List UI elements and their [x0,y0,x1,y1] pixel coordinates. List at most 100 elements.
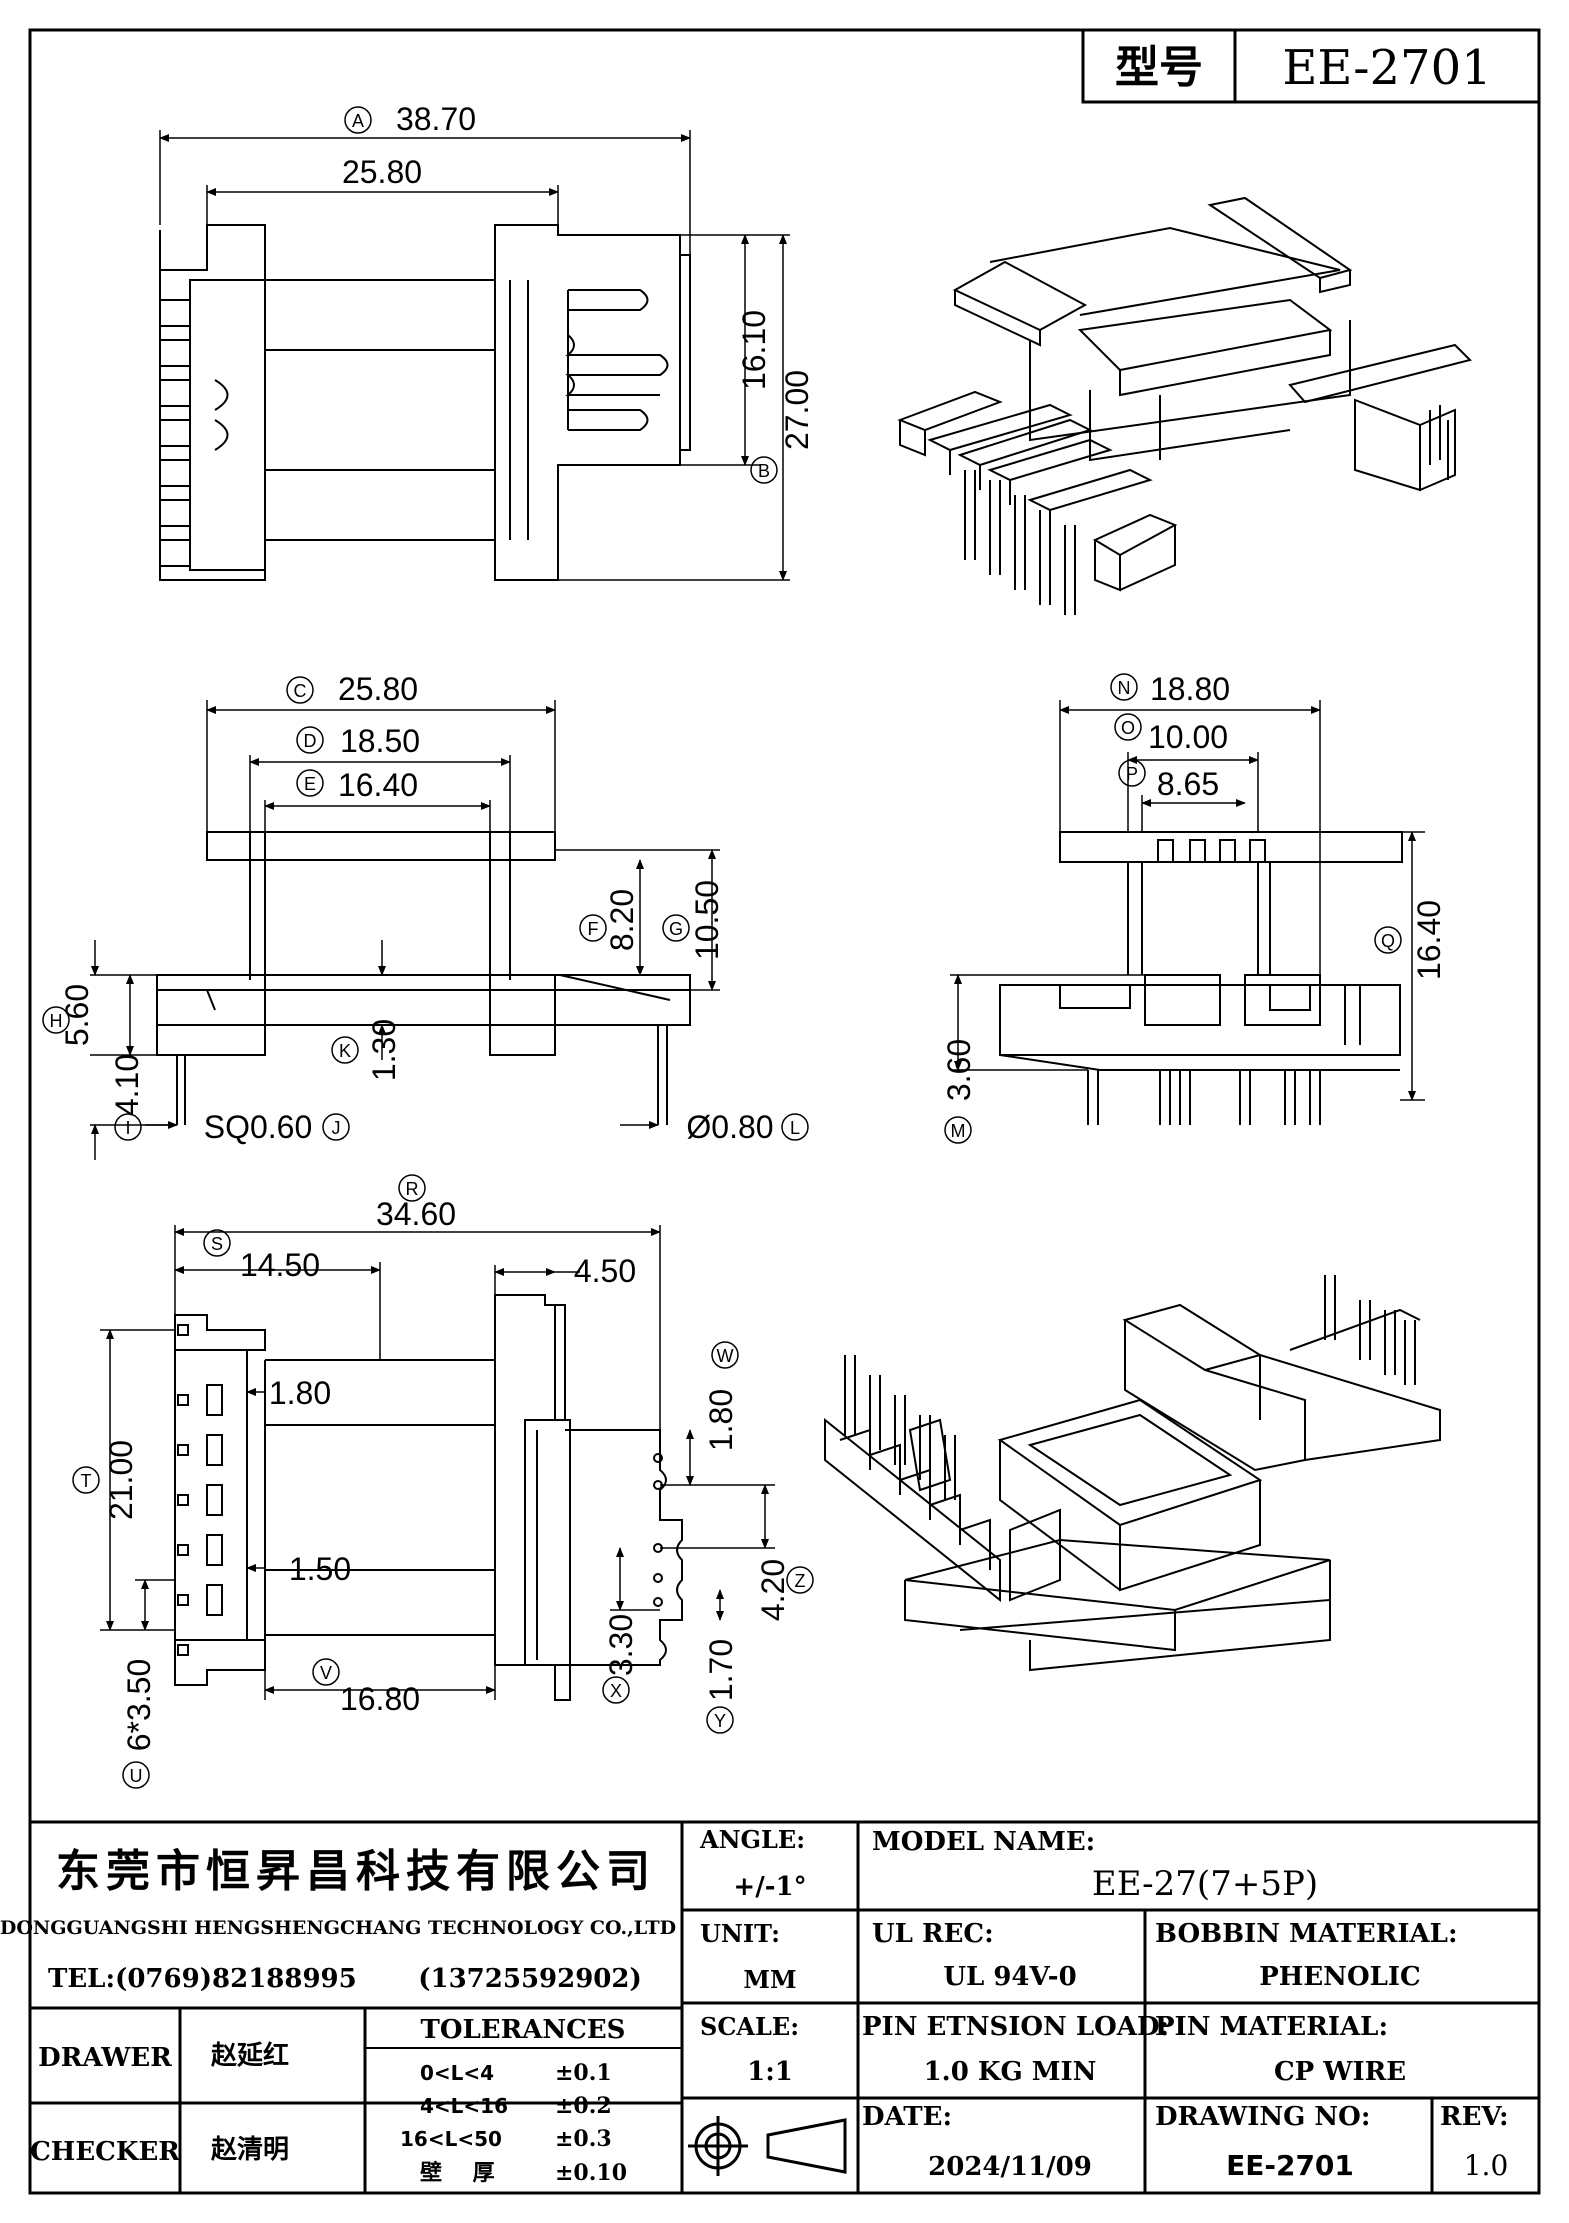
dim-P-value: 8.65 [1157,766,1219,802]
company-name-en: DONGGUANGSHI HENGSHENGCHANG TECHNOLOGY C… [0,1917,676,1939]
company-tel: TEL:(0769)82188995 [48,1964,357,1994]
tolerances-title: TOLERANCES [421,2015,626,2045]
date-value: 2024/11/09 [928,2152,1092,2182]
drawing-no-value: EE-2701 [1226,2149,1354,2182]
top-view-labels: A 38.70 25.80 16.10 27.00 B [342,101,815,484]
drawer-name: 赵延红 [210,2040,289,2071]
dim-I-value: 4.10 [109,1054,145,1116]
dim-B-letter: B [758,461,770,481]
dim-right-flange: 4.50 [574,1253,636,1289]
tol-range-0: 0<L<4 [420,2061,494,2085]
dim-D-value: 18.50 [340,723,420,759]
dim-L-letter: L [790,1118,800,1138]
dim-E-letter: E [304,774,316,794]
dim-K-value: 1.30 [366,1019,402,1081]
dim-P-letter: P [1126,764,1138,784]
dim-Q-letter: Q [1381,931,1395,951]
bobbin-value: PHENOLIC [1259,1962,1420,1992]
dim-X-value: 3.30 [603,1614,639,1676]
tol-value-0: ±0.1 [555,2060,612,2086]
model-name-value: EE-27(7+5P) [1092,1864,1318,1904]
dim-X-letter: X [610,1681,622,1701]
dim-Q-value: 16.40 [1411,900,1447,980]
dim-H-value: 5.60 [59,984,95,1046]
dim-M-letter: M [951,1121,966,1141]
projection-symbol-icon [688,2116,847,2176]
angle-value: +/-1° [733,1872,806,1902]
dim-S-value: 14.50 [240,1247,320,1283]
dim-Y-letter: Y [714,1711,726,1731]
dim-Y-value: 1.70 [703,1639,739,1701]
dim-G-value: 10.50 [689,880,725,960]
dim-N-letter: N [1118,678,1131,698]
dim-J-value: SQ0.60 [204,1109,313,1145]
dim-I-letter: I [125,1118,130,1138]
drawing-no-label: DRAWING NO: [1155,2102,1370,2132]
drawer-label: DRAWER [38,2043,172,2073]
dim-wall-150: 1.50 [289,1551,351,1587]
title-block-text: 东莞市恒昇昌科技有限公司 DONGGUANGSHI HENGSHENGCHANG… [0,1825,1509,2186]
bottom-view [100,1225,775,1701]
dim-U-letter: U [130,1766,143,1786]
bobbin-label: BOBBIN MATERIAL: [1155,1919,1458,1949]
dim-V-value: 16.80 [340,1681,420,1717]
sheet-border [28,28,1541,2195]
tol-range-3: 壁 厚 [420,2160,495,2186]
dim-U-value: 6*3.50 [121,1659,157,1752]
dim-C-letter: C [294,681,307,701]
front-view-labels: C 25.80 D 18.50 E 16.40 F 8.20 G 10.50 H… [42,671,809,1145]
dim-C-value: 25.80 [338,671,418,707]
top-view [159,130,790,581]
dim-Z-letter: Z [795,1571,806,1591]
dim-H-letter: H [50,1011,63,1031]
dim-M-value: 3.60 [941,1039,977,1101]
dim-K-letter: K [339,1041,351,1061]
dim-D-letter: D [304,731,317,751]
dim-A-letter: A [352,111,364,131]
pin-material-value: CP WIRE [1274,2057,1406,2087]
model-value: EE-2701 [1282,40,1491,96]
side-view [950,700,1425,1125]
dim-S-letter: S [211,1234,223,1254]
dim-E-value: 16.40 [338,767,418,803]
rev-value: 1.0 [1464,2149,1509,2182]
dim-O-value: 10.00 [1148,719,1228,755]
dim-G-letter: G [669,919,683,939]
dim-T-letter: T [81,1471,92,1491]
title-block [30,1820,1539,2193]
angle-label: ANGLE: [699,1825,805,1854]
dim-V-letter: V [320,1663,332,1683]
side-view-labels: N 18.80 O 10.00 P 8.65 Q 16.40 3.60 M [941,671,1447,1144]
tol-value-3: ±0.10 [555,2160,627,2186]
dim-W-value: 1.80 [703,1389,739,1451]
unit-value: MM [743,1965,796,1994]
dim-wall-180: 1.80 [269,1375,331,1411]
dim-top-inner-width: 25.80 [342,154,422,190]
pin-load-label: PIN ETNSION LOAD: [862,2012,1169,2042]
ul-label: UL REC: [872,1919,994,1949]
dim-B-value: 27.00 [779,370,815,450]
dim-T-value: 21.00 [103,1440,139,1520]
ul-value: UL 94V-0 [943,1962,1076,1992]
tol-range-2: 16<L<50 [400,2127,502,2151]
dim-L-value: Ø0.80 [686,1109,773,1145]
model-title-box: 型号 EE-2701 [1081,28,1541,104]
scale-label: SCALE: [700,2012,799,2041]
rev-label: REV: [1440,2102,1509,2132]
company-name-cn: 东莞市恒昇昌科技有限公司 [56,1846,656,1897]
company-mobile: (13725592902) [418,1964,642,1994]
checker-label: CHECKER [30,2137,180,2167]
dim-Z-value: 4.20 [755,1559,791,1621]
dim-N-value: 18.80 [1150,671,1230,707]
dim-R-letter: R [406,1179,419,1199]
tol-range-1: 4<L<16 [420,2094,508,2118]
pin-load-value: 1.0 KG MIN [924,2057,1097,2087]
model-name-label: MODEL NAME: [872,1827,1095,1857]
iso-view-bottom [824,1275,1441,1672]
tol-value-1: ±0.2 [555,2093,612,2119]
dim-F-letter: F [588,919,599,939]
dim-W-letter: W [717,1346,734,1366]
iso-view-top [897,196,1472,615]
dim-top-height-inner: 16.10 [736,310,772,390]
